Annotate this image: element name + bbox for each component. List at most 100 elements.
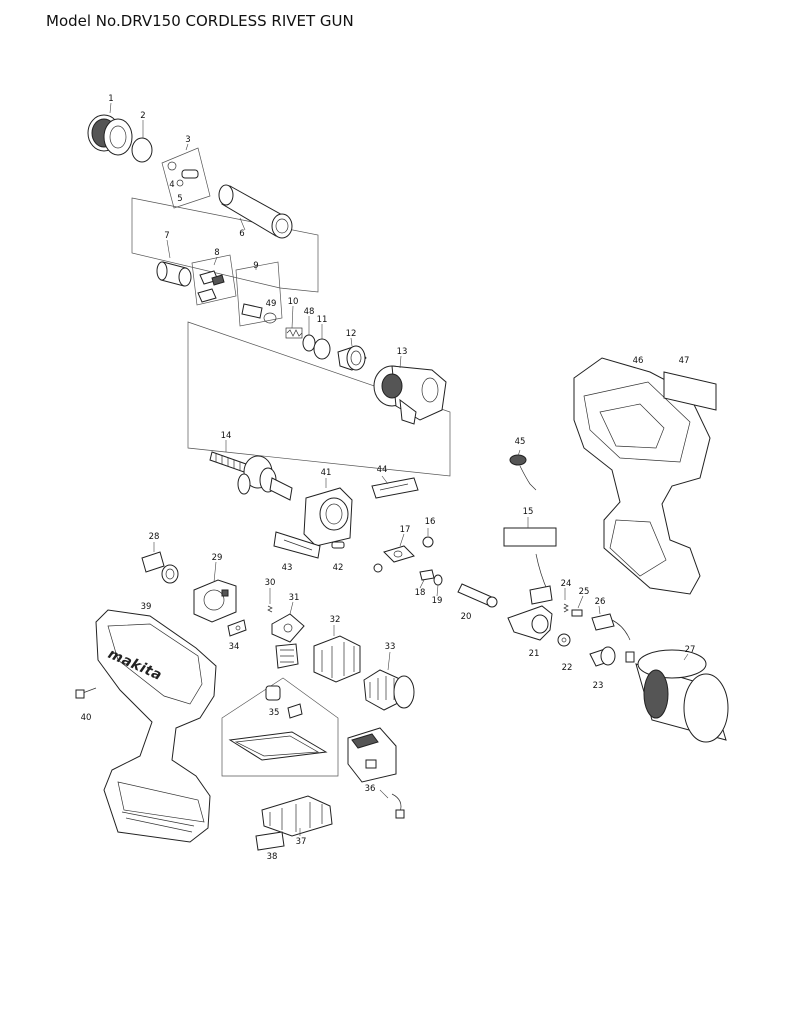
callout-5: 5 <box>177 193 183 204</box>
part-label-47 <box>663 371 717 411</box>
part-housing-left-39 <box>95 609 217 843</box>
callout-47: 47 <box>678 355 690 366</box>
part-screw-40 <box>75 687 97 699</box>
part-rotor-33 <box>363 669 415 711</box>
part-sleeve-6 <box>218 184 293 239</box>
part-o-ring-11 <box>313 338 331 360</box>
callout-2: 2 <box>140 110 146 121</box>
callout-39: 39 <box>140 601 152 612</box>
part-pin-42 <box>331 541 345 549</box>
part-25 <box>571 609 583 617</box>
group-box-8 <box>191 254 237 306</box>
part-spring-10 <box>285 327 303 339</box>
callout-32: 32 <box>329 614 341 625</box>
callout-23: 23 <box>592 680 604 691</box>
part-sensor-45 <box>509 454 537 491</box>
callout-1: 1 <box>108 93 114 104</box>
callout-33: 33 <box>384 641 396 652</box>
part-stator-32 <box>313 635 361 683</box>
callout-7: 7 <box>164 230 170 241</box>
part-nozzle-12 <box>337 345 367 371</box>
callout-26: 26 <box>594 596 606 607</box>
callout-15: 15 <box>522 506 534 517</box>
group-box-main-lower <box>187 321 451 477</box>
part-switch-26 <box>591 613 635 663</box>
part-gear-housing-29 <box>193 579 237 623</box>
part-plate-31 <box>271 613 305 643</box>
part-34 <box>227 619 247 637</box>
callout-19: 19 <box>431 595 443 606</box>
callout-8: 8 <box>214 247 220 258</box>
part-tube-7 <box>156 261 192 287</box>
callout-11: 11 <box>316 314 328 325</box>
part-18 <box>419 569 435 581</box>
callout-30: 30 <box>264 577 276 588</box>
part-label-15 <box>503 527 557 547</box>
callout-3: 3 <box>185 134 191 145</box>
callout-20: 20 <box>460 611 472 622</box>
callout-38: 38 <box>266 851 278 862</box>
callout-18: 18 <box>414 587 426 598</box>
callout-43: 43 <box>281 562 293 573</box>
callout-49: 49 <box>265 298 277 309</box>
callout-29: 29 <box>211 552 223 563</box>
callout-48: 48 <box>303 306 315 317</box>
part-o-ring-48 <box>302 334 316 352</box>
group-box-3 <box>161 147 211 209</box>
part-19 <box>433 574 443 586</box>
part-plate-44 <box>371 477 419 499</box>
part-bearing-23 <box>589 646 616 667</box>
callout-46: 46 <box>632 355 644 366</box>
part-nose-cap <box>87 114 133 156</box>
leader-lines <box>109 102 689 836</box>
group-box-9 <box>235 261 283 327</box>
part-screw-shaft-14 <box>209 451 293 501</box>
callout-22: 22 <box>561 662 573 673</box>
callout-25: 25 <box>578 586 590 597</box>
callout-42: 42 <box>332 562 344 573</box>
part-jaw-pusher-9 <box>241 303 277 324</box>
part-jaws-8 <box>197 270 225 303</box>
callout-28: 28 <box>148 531 160 542</box>
callout-35: 35 <box>268 707 280 718</box>
part-gear-housing-13 <box>373 365 447 425</box>
callout-27: 27 <box>684 644 696 655</box>
part-spring-24 <box>563 603 569 613</box>
part-terminal-37 <box>261 795 333 837</box>
group-box-35 <box>221 677 339 777</box>
part-cam-17 <box>373 545 415 573</box>
part-ring-16 <box>422 536 434 548</box>
part-controller-36 <box>347 727 405 819</box>
callout-4: 4 <box>169 179 175 190</box>
callout-24: 24 <box>560 578 572 589</box>
callout-41: 41 <box>320 467 332 478</box>
diagram-title: Model No.DRV150 CORDLESS RIVET GUN <box>46 12 354 30</box>
callout-16: 16 <box>424 516 436 527</box>
part-bracket-41 <box>303 487 353 547</box>
callout-40: 40 <box>80 712 92 723</box>
callout-36: 36 <box>364 783 376 794</box>
callout-12: 12 <box>345 328 357 339</box>
part-fan-35 <box>228 643 328 761</box>
callout-6: 6 <box>239 228 245 239</box>
callout-44: 44 <box>376 464 388 475</box>
part-28 <box>141 551 179 584</box>
callout-14: 14 <box>220 430 232 441</box>
callout-9: 9 <box>253 260 259 271</box>
callout-37: 37 <box>295 836 307 847</box>
part-label-38 <box>255 831 285 851</box>
callout-45: 45 <box>514 436 526 447</box>
callout-34: 34 <box>228 641 240 652</box>
callout-13: 13 <box>396 346 408 357</box>
part-washer-22 <box>557 633 571 647</box>
callout-17: 17 <box>399 524 411 535</box>
callout-21: 21 <box>528 648 540 659</box>
part-battery-27 <box>635 649 729 743</box>
part-spring-30 <box>267 605 273 613</box>
part-rod-20 <box>457 583 498 608</box>
part-bracket-21 <box>507 585 553 641</box>
part-jaw-set-3 <box>167 161 199 187</box>
callout-10: 10 <box>287 296 299 307</box>
part-o-ring-2 <box>131 137 153 163</box>
